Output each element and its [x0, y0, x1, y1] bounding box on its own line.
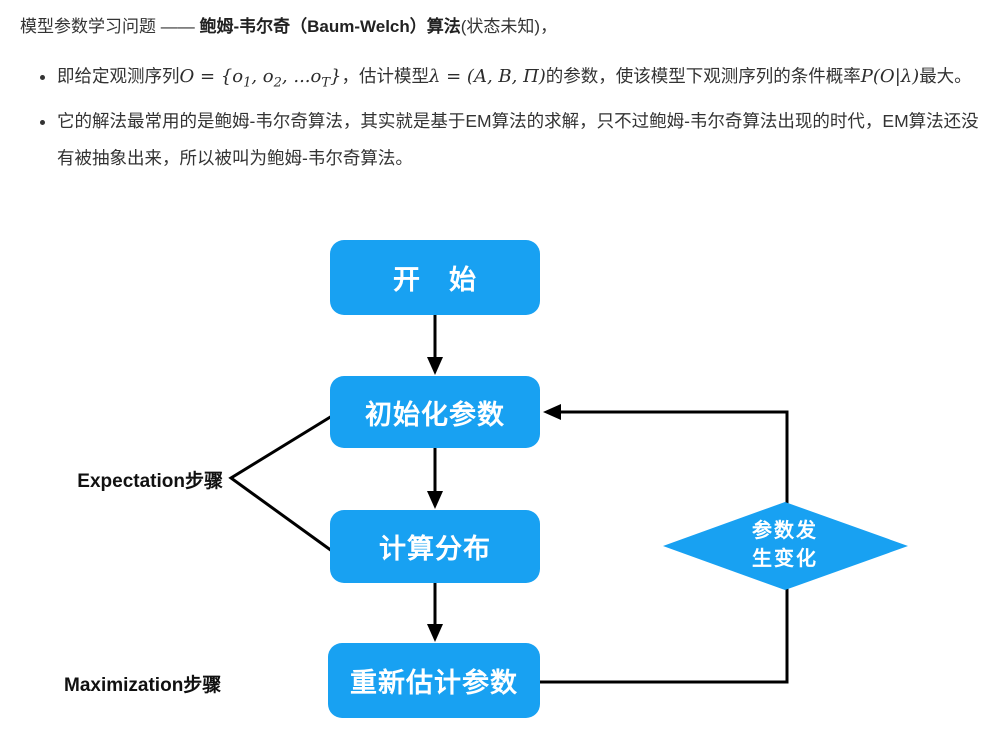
math-prob: P(O|λ): [860, 66, 920, 87]
decision-label-line1: 参数发: [752, 520, 818, 542]
arrowhead-down-1: [427, 357, 443, 375]
arrowhead-down-2: [427, 491, 443, 509]
arrowhead-left-into-init: [543, 404, 561, 420]
bullet-item-2: 它的解法最常用的是鲍姆-韦尔奇算法，其实就是基于EM算法的求解，只不过鲍姆-韦尔…: [57, 103, 992, 177]
bullet1-text: 最大。: [919, 66, 972, 86]
maximization-step-label: Maximization步骤: [64, 675, 222, 696]
math-observation-seq: O = {o1, o2, ...oT}: [179, 66, 342, 91]
bullet1-text: ，估计模型: [341, 66, 430, 86]
bullet1-text: 即给定观测序列: [57, 66, 180, 86]
arrowhead-down-3: [427, 624, 443, 642]
bullet-item-1: 即给定观测序列O = {o1, o2, ...oT}，估计模型λ = (A, B…: [57, 58, 992, 102]
bullet1-text: 的参数，使该模型下观测序列的条件概率: [545, 66, 861, 86]
title-suffix: (状态未知)，: [460, 17, 558, 36]
flow-node-start: 开 始: [330, 240, 540, 315]
page-title: 模型参数学习问题 —— 鲍姆-韦尔奇（Baum-Welch）算法(状态未知)，: [20, 14, 990, 40]
decision-label-line2: 生变化: [752, 548, 818, 570]
flow-node-compute-distribution: 计算分布: [330, 510, 540, 583]
flow-node-reestimate-params: 重新估计参数: [328, 643, 540, 718]
title-prefix: 模型参数学习问题 ——: [20, 17, 200, 36]
flow-node-initialize-params: 初始化参数: [330, 376, 540, 448]
expectation-step-label: Expectation步骤: [77, 471, 223, 492]
title-bold: 鲍姆-韦尔奇（Baum-Welch）算法: [199, 17, 461, 36]
decision-diamond: [663, 502, 908, 590]
bullet-list: 即给定观测序列O = {o1, o2, ...oT}，估计模型λ = (A, B…: [57, 58, 992, 178]
decision-diamond-label: 参数发 生变化: [700, 517, 870, 573]
math-model-lambda: λ = (A, B, Π): [429, 66, 546, 87]
expectation-bracket: [228, 414, 333, 553]
